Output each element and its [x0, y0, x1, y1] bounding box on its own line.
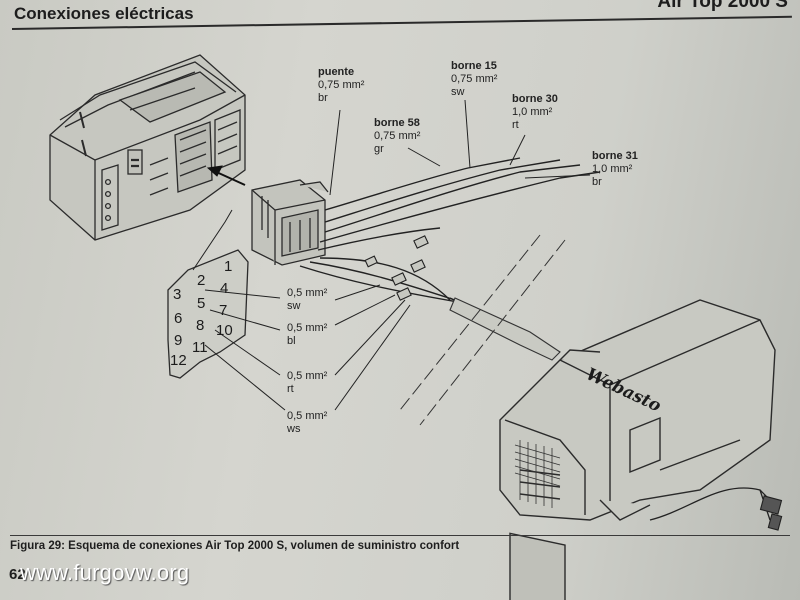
label-borne-30-section: 1,0 mm²	[512, 106, 553, 118]
footer-rule	[10, 535, 790, 536]
control-unit-illustration	[49, 54, 246, 241]
pin-number: 12	[170, 352, 187, 369]
side-plug-icon	[759, 495, 783, 531]
pin-number: 9	[174, 332, 183, 349]
pin-wire-color: rt	[287, 383, 294, 395]
watermark-text: www.furgovw.org	[20, 560, 190, 585]
pin-number: 3	[173, 286, 182, 303]
label-borne-15-section: 0,75 mm²	[451, 73, 498, 85]
wire-bundle	[299, 157, 601, 353]
bundle-sheath	[449, 297, 561, 361]
pin-number: 10	[216, 322, 233, 339]
pin-number: 11	[192, 339, 208, 356]
label-borne-15-name: borne 15	[451, 60, 497, 72]
label-puente-name: puente	[318, 66, 355, 78]
pin-wire-label: 0,5 mm² rt	[287, 370, 327, 396]
pin-number: 5	[197, 295, 206, 312]
label-borne-31: borne 31 1,0 mm² br	[592, 150, 638, 189]
page-number: 62	[9, 566, 26, 583]
pin-wire-color: bl	[287, 335, 296, 347]
heater-grille	[514, 440, 561, 508]
arrow-icon	[206, 165, 246, 186]
label-puente-color: br	[318, 92, 328, 104]
label-borne-58: borne 58 0,75 mm² gr	[374, 117, 420, 156]
label-borne-31-color: br	[592, 176, 602, 188]
pin-layout-diagram	[167, 249, 249, 379]
pin-number: 1	[224, 258, 233, 275]
label-puente-section: 0,75 mm²	[318, 79, 365, 91]
cut-lines	[399, 234, 566, 426]
pin-wire-section: 0,5 mm²	[287, 322, 328, 334]
label-borne-58-section: 0,75 mm²	[374, 130, 421, 142]
pin-number: 6	[174, 310, 183, 327]
pin-wire-label: 0,5 mm² ws	[287, 410, 327, 436]
label-borne-30-color: rt	[512, 119, 519, 131]
pin-number: 7	[219, 302, 228, 319]
connector-plug-illustration	[251, 179, 329, 266]
label-borne-58-color: gr	[374, 143, 384, 155]
label-borne-30: borne 30 1,0 mm² rt	[512, 93, 558, 132]
pin-wire-label: 0,5 mm² sw	[287, 287, 327, 313]
pin-wire-section: 0,5 mm²	[287, 410, 328, 422]
pin-number: 4	[220, 280, 229, 297]
label-borne-58-name: borne 58	[374, 117, 420, 129]
pin-number: 2	[197, 272, 206, 289]
pin-wire-color: ws	[287, 423, 301, 435]
pin-number: 8	[196, 317, 205, 334]
page-title: Conexiones eléctricas	[14, 4, 194, 23]
pin-wire-section: 0,5 mm²	[287, 370, 328, 382]
inline-connectors	[364, 235, 429, 301]
figure-caption: Figura 29: Esquema de conexiones Air Top…	[10, 540, 460, 552]
label-borne-31-name: borne 31	[592, 150, 638, 162]
pin-wire-label: 0,5 mm² bl	[287, 322, 327, 348]
pin-wire-color: sw	[287, 300, 301, 312]
label-borne-31-section: 1,0 mm²	[592, 163, 633, 175]
label-borne-15-color: sw	[451, 86, 465, 98]
heater-unit-illustration	[499, 299, 776, 600]
leader-lines	[192, 99, 591, 411]
label-borne-15: borne 15 0,75 mm² sw	[451, 60, 497, 99]
header-product-name: Air Top 2000 S	[657, 0, 788, 12]
label-puente: puente 0,75 mm² br	[318, 66, 364, 105]
pin-wire-section: 0,5 mm²	[287, 287, 328, 299]
label-borne-30-name: borne 30	[512, 93, 558, 105]
